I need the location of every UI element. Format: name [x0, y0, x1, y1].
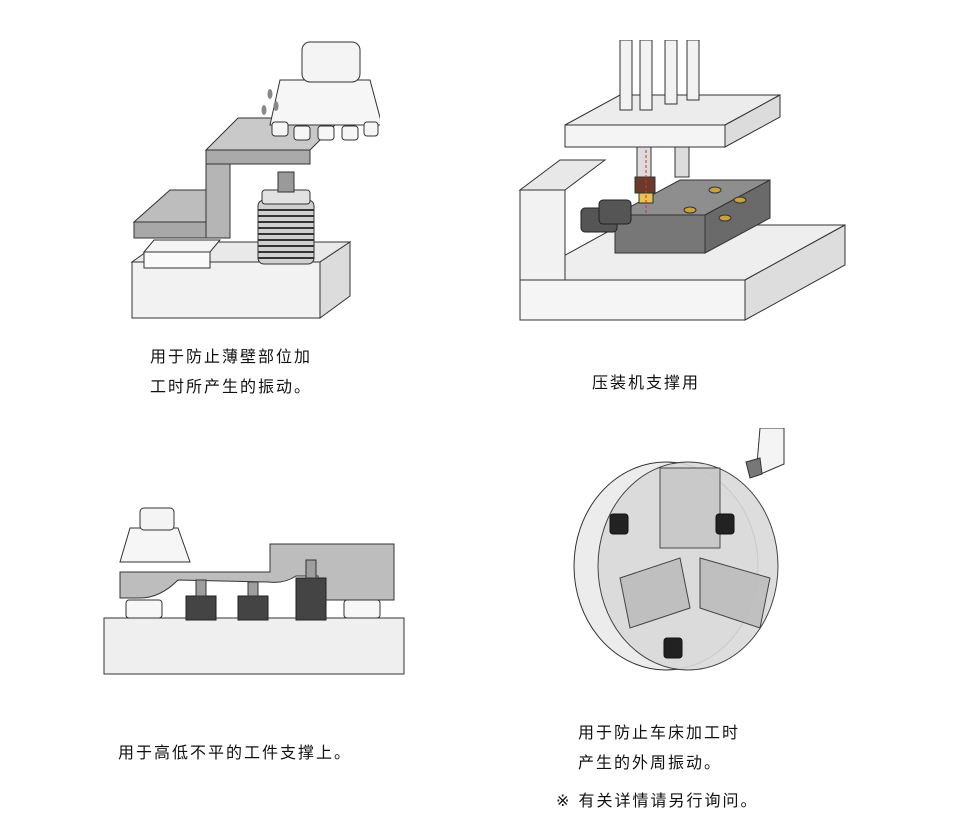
milling-cutter [119, 527, 191, 563]
caption-thin-wall: 用于防止薄壁部位加 工时所产生的振动。 [150, 342, 312, 402]
rear-column [518, 159, 607, 191]
chip-drops [261, 89, 279, 115]
tool-tip [745, 457, 763, 479]
rest-pads [125, 599, 381, 619]
table-base [103, 617, 405, 675]
milling-cutter [269, 79, 380, 126]
press-support-illustration [518, 40, 846, 321]
bushings [683, 186, 747, 222]
spindle [139, 507, 175, 531]
base-block-front [131, 261, 321, 319]
rest-pad [142, 239, 222, 253]
caption-line: 用于高低不平的工件支撑上。 [118, 743, 353, 762]
caption-line: 用于防止薄壁部位加 [150, 347, 313, 366]
jaw-right [699, 557, 771, 629]
caption-lathe-chuck: 用于防止车床加工时 产生的外周振动。 [578, 718, 740, 778]
support-plungers [195, 559, 317, 597]
lathe-chuck-illustration [573, 428, 785, 671]
panel-lathe-chuck [570, 428, 800, 678]
caption-line: 用于防止车床加工时 [578, 723, 741, 742]
cutter-teeth [271, 121, 379, 141]
base-block-side [319, 241, 351, 319]
guide-posts [619, 40, 700, 111]
jaw-top [659, 467, 721, 549]
caption-press-support: 压装机支撑用 [592, 368, 700, 398]
footnote: ※ 有关详情请另行询问。 [556, 791, 759, 810]
side-supports [580, 199, 632, 233]
panel-uneven-workpiece [100, 500, 410, 680]
fixture-plate-side [704, 179, 771, 254]
panel-press-support [515, 40, 855, 330]
support-plunger [277, 171, 295, 193]
uneven-workpiece-illustration [103, 507, 405, 675]
thread-lines [258, 209, 314, 259]
spindle [301, 41, 361, 83]
rear-column-front [519, 189, 566, 281]
caption-line: 压装机支撑用 [592, 373, 701, 392]
workpiece-riser [205, 149, 231, 239]
caption-line: 工时所产生的振动。 [150, 377, 313, 396]
press-head-front [564, 124, 726, 148]
rest-pad-front [143, 251, 211, 269]
panel-thin-wall [120, 30, 380, 330]
caption-uneven-workpiece: 用于高低不平的工件支撑上。 [118, 738, 352, 768]
press-base-side [744, 224, 846, 321]
press-head-side [724, 94, 781, 148]
caption-line: 产生的外周振动。 [578, 753, 723, 772]
thin-wall-illustration [130, 41, 380, 319]
workpiece-upper-front [205, 149, 311, 165]
press-base-front [519, 279, 746, 321]
jaw-left [619, 557, 691, 629]
chuck-supports [609, 513, 735, 659]
